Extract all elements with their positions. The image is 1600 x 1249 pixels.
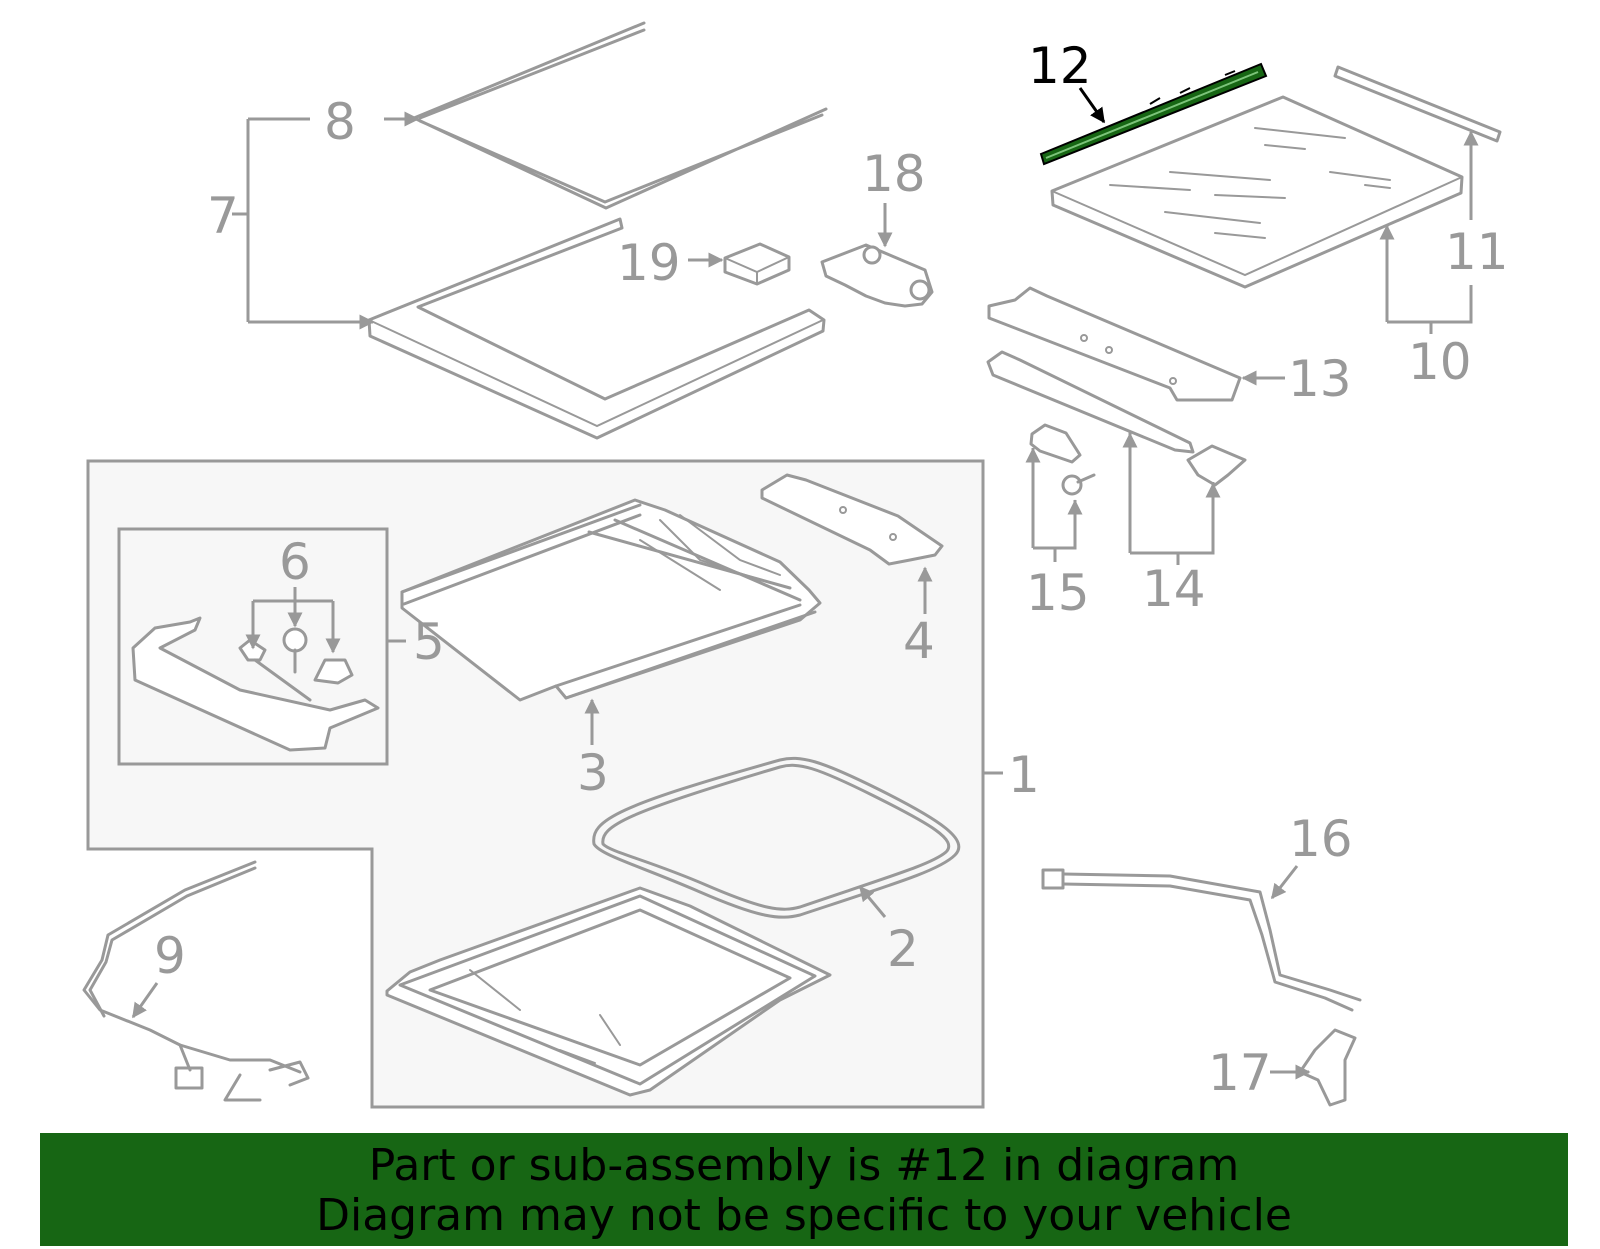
part-11-strip: [1333, 65, 1502, 143]
callout-labels: 8 7 19 18 12 11 10 13 14 15 4 6 5 3 1 2 …: [154, 37, 1509, 1102]
part-13-bracket: [987, 286, 1242, 402]
banner-line-2: Diagram may not be specific to your vehi…: [316, 1190, 1292, 1241]
callout-3: 3: [577, 744, 609, 802]
part-notice-banner: Part or sub-assembly is #12 in diagram D…: [40, 1133, 1568, 1246]
part-10-glass-panel: [1050, 95, 1464, 289]
callout-19: 19: [617, 234, 681, 292]
callout-4: 4: [903, 612, 935, 670]
leader-lines: [131, 87, 1479, 1080]
part-7-frame: [367, 217, 826, 440]
callout-5: 5: [413, 613, 445, 671]
part-12-deflector-highlighted: [1039, 62, 1268, 166]
part-15-clip: [1029, 423, 1096, 496]
callout-15: 15: [1026, 564, 1090, 622]
callout-11: 11: [1445, 223, 1509, 281]
banner-line-1: Part or sub-assembly is #12 in diagram: [368, 1140, 1240, 1191]
callout-14: 14: [1142, 560, 1206, 618]
callout-2: 2: [887, 920, 919, 978]
callout-18: 18: [862, 145, 926, 203]
callout-10: 10: [1408, 333, 1472, 391]
part-3-rail-and-frame: [400, 498, 822, 702]
callout-9: 9: [154, 927, 186, 985]
part-4-rear-bracket: [760, 473, 944, 566]
part-5-rail: [131, 616, 380, 752]
part-8-weatherstrip: [412, 21, 828, 210]
part-16-drain-hose: [1041, 868, 1362, 1012]
part-18-motor: [820, 243, 934, 308]
part-2-seal: [592, 756, 961, 919]
callout-13: 13: [1288, 350, 1352, 408]
callout-16: 16: [1289, 810, 1353, 868]
part-19-module: [723, 242, 791, 286]
part-17-grommet: [1298, 1028, 1357, 1107]
part-9-harness: [82, 860, 310, 1102]
callout-17: 17: [1208, 1044, 1272, 1102]
callout-6: 6: [279, 533, 311, 591]
callout-8: 8: [324, 93, 356, 151]
callout-12: 12: [1028, 37, 1092, 95]
part-14-rail: [986, 350, 1247, 487]
callout-1: 1: [1008, 746, 1040, 804]
part-1-housing: [385, 886, 832, 1097]
callout-7: 7: [207, 187, 239, 245]
